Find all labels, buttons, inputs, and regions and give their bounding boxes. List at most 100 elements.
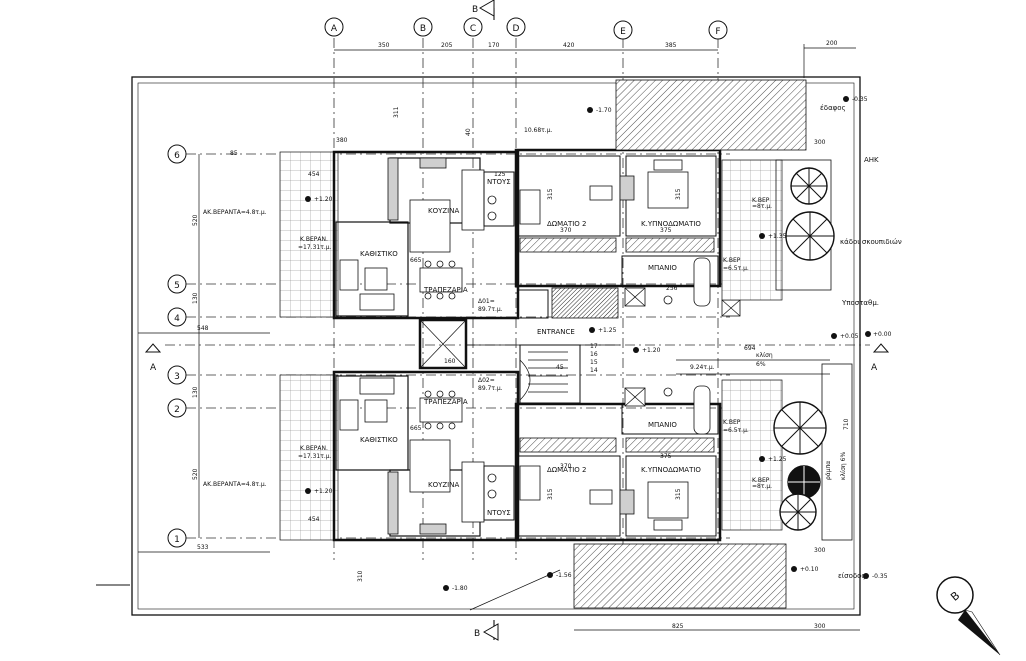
svg-text:420: 420 (563, 42, 575, 49)
svg-text:385: 385 (665, 42, 677, 49)
svg-text:300: 300 (814, 547, 826, 554)
veranda-top (279, 151, 339, 318)
svg-text:Κ.ΒΕΡ: Κ.ΒΕΡ (723, 257, 741, 264)
svg-text:10.68τ.μ.: 10.68τ.μ. (524, 127, 553, 134)
svg-text:ΚΑΘΙΣΤΙΚΟ: ΚΑΘΙΣΤΙΚΟ (360, 436, 398, 444)
grid-bubble-2: 2 (167, 398, 187, 418)
svg-text:ΤΡΑΠΕΖΑΡΙΑ: ΤΡΑΠΕΖΑΡΙΑ (423, 398, 468, 406)
svg-text:=8τ.μ.: =8τ.μ. (752, 483, 772, 490)
unit-bottom (279, 370, 722, 542)
right-garden (676, 159, 853, 541)
svg-text:ΜΠΑΝΙΟ: ΜΠΑΝΙΟ (648, 264, 677, 272)
svg-text:ΑΗΚ: ΑΗΚ (864, 156, 879, 164)
svg-text:548: 548 (197, 325, 209, 332)
svg-text:κλίση 6%: κλίση 6% (840, 452, 847, 480)
svg-text:+0.00: +0.00 (873, 331, 892, 338)
parking-zone-bottom (573, 543, 787, 609)
svg-text:Κ.ΒΕΡ: Κ.ΒΕΡ (723, 419, 741, 426)
svg-text:710: 710 (843, 418, 850, 430)
svg-text:665: 665 (410, 425, 422, 432)
svg-text:315: 315 (675, 188, 682, 200)
svg-text:A: A (331, 24, 338, 34)
tree-3 (773, 401, 827, 455)
central-core (418, 318, 620, 404)
svg-text:370: 370 (560, 227, 572, 234)
svg-text:ΚΟΥΖΙΝΑ: ΚΟΥΖΙΝΑ (428, 481, 459, 489)
svg-text:256: 256 (666, 285, 678, 292)
svg-text:ΚΑΘΙΣΤΙΚΟ: ΚΑΘΙΣΤΙΚΟ (360, 250, 398, 258)
svg-text:έδαφος: έδαφος (820, 104, 846, 112)
svg-text:ΜΠΑΝΙΟ: ΜΠΑΝΙΟ (648, 421, 677, 429)
svg-text:4: 4 (174, 314, 180, 324)
svg-text:380: 380 (336, 137, 348, 144)
svg-text:370: 370 (560, 463, 572, 470)
svg-text:+1.25: +1.25 (598, 327, 617, 334)
svg-text:ENTRANCE: ENTRANCE (537, 328, 575, 336)
svg-text:είσοδος: είσοδος (838, 572, 866, 580)
svg-text:130: 130 (192, 386, 199, 398)
svg-text:=17.31τ.μ.: =17.31τ.μ. (298, 244, 332, 251)
svg-text:+1.20: +1.20 (314, 488, 333, 495)
svg-text:825: 825 (672, 623, 684, 630)
grid-bubble-5: 5 (167, 274, 187, 294)
svg-text:6%: 6% (756, 361, 766, 368)
svg-text:B: B (420, 24, 426, 34)
svg-text:A: A (150, 363, 157, 373)
left-dimension-chain: 520 130 130 520 548 533 85 380 311 310 4… (138, 106, 553, 582)
top-dimension-chain: 350 205 170 420 385 200 (334, 40, 856, 78)
svg-text:+1.25: +1.25 (768, 456, 787, 463)
svg-text:130: 130 (192, 292, 199, 304)
svg-text:κλίση: κλίση (756, 352, 773, 359)
section-marker-top-B: B (472, 0, 495, 20)
svg-text:D: D (513, 24, 520, 34)
grid-bubble-B: B (413, 17, 433, 37)
svg-text:200: 200 (826, 40, 838, 47)
svg-text:315: 315 (675, 488, 682, 500)
compass-icon: B (936, 576, 1001, 656)
svg-text:ΝΤΟΥΣ: ΝΤΟΥΣ (487, 509, 511, 517)
svg-text:89.7τ.μ.: 89.7τ.μ. (478, 385, 503, 392)
tree-2 (785, 211, 835, 261)
svg-text:15: 15 (590, 359, 598, 366)
room-labels: ΚΟΥΖΙΝΑ ΚΑΘΙΣΤΙΚΟ ΤΡΑΠΕΖΑΡΙΑ ΔΩΜΑΤΙΟ 2 Κ… (203, 104, 902, 580)
svg-text:-0.35: -0.35 (872, 573, 888, 580)
svg-text:310: 310 (357, 570, 364, 582)
svg-text:ΑΚ.ΒΕΡΑΝΤΑ=4.8τ.μ.: ΑΚ.ΒΕΡΑΝΤΑ=4.8τ.μ. (203, 209, 267, 216)
svg-text:40: 40 (465, 128, 472, 136)
svg-text:Δ02=: Δ02= (478, 377, 495, 384)
svg-text:45: 45 (556, 364, 564, 371)
svg-text:-0.35: -0.35 (852, 96, 868, 103)
svg-text:315: 315 (547, 188, 554, 200)
site-boundary (131, 76, 861, 616)
kitchen-island-top (409, 199, 451, 253)
svg-text:-1.80: -1.80 (452, 585, 468, 592)
svg-text:ΔΩΜΑΤΙΟ 2: ΔΩΜΑΤΙΟ 2 (547, 466, 587, 474)
tree-5 (779, 493, 817, 531)
svg-text:Κ.ΒΕΡΑΝ.: Κ.ΒΕΡΑΝ. (300, 445, 328, 452)
svg-text:454: 454 (308, 516, 320, 523)
tree-1 (790, 167, 828, 205)
svg-text:Κ.ΒΕΡ: Κ.ΒΕΡ (752, 197, 770, 204)
svg-text:κάδοι σκουπιδιών: κάδοι σκουπιδιών (840, 238, 902, 246)
grid-bubble-4: 4 (167, 307, 187, 327)
svg-text:Κ.ΒΕΡ: Κ.ΒΕΡ (752, 477, 770, 484)
section-marker-right-A: A (871, 343, 890, 373)
svg-text:F: F (715, 27, 720, 37)
kitchen-island-bottom (409, 439, 451, 493)
grid-bubble-D: D (506, 17, 526, 37)
svg-text:-1.70: -1.70 (596, 107, 612, 114)
svg-text:89.7τ.μ.: 89.7τ.μ. (478, 306, 503, 313)
grid-bubble-A: A (324, 17, 344, 37)
section-marker-left-A: A (144, 343, 162, 373)
svg-text:520: 520 (192, 468, 199, 480)
svg-text:1: 1 (174, 535, 180, 545)
svg-text:6: 6 (174, 151, 180, 161)
svg-text:+1.35: +1.35 (768, 233, 787, 240)
svg-text:ΚΟΥΖΙΝΑ: ΚΟΥΖΙΝΑ (428, 207, 459, 215)
svg-text:+1.20: +1.20 (314, 196, 333, 203)
svg-text:205: 205 (441, 42, 453, 49)
svg-text:3: 3 (174, 372, 180, 382)
svg-text:665: 665 (410, 257, 422, 264)
svg-text:B: B (474, 629, 480, 639)
grid-bubble-E: E (613, 20, 633, 40)
